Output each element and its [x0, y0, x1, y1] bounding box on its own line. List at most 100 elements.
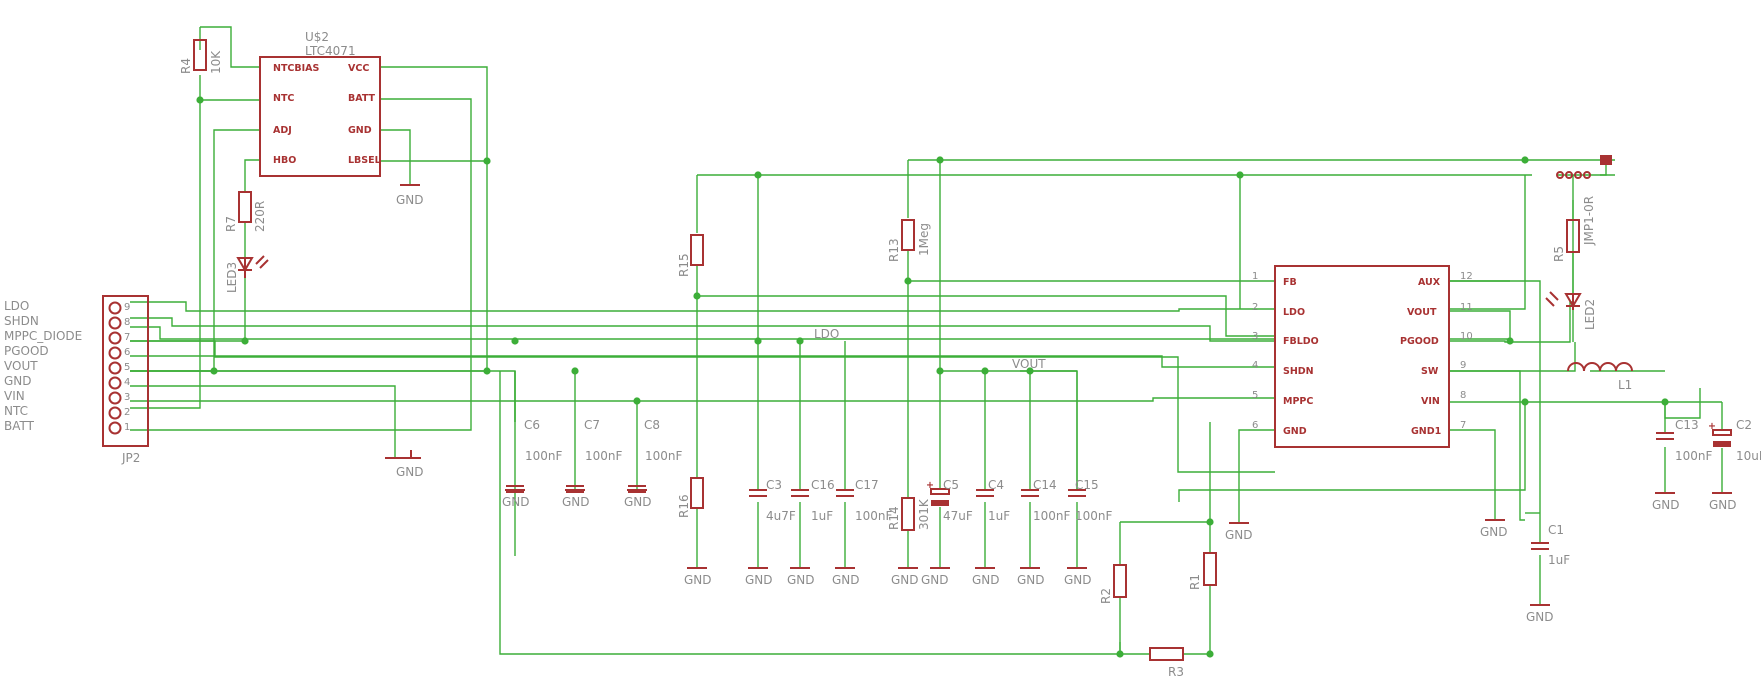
ltc4071-pin-gnd: GND	[348, 125, 372, 136]
capacitor-c16-value: 1uF	[811, 509, 833, 523]
inductor-l1[interactable]: L1	[1567, 362, 1633, 392]
svg-text:GND: GND	[745, 573, 773, 587]
main-ic-pin-num: 5	[1252, 390, 1258, 401]
connector-signal-label: BATT	[4, 419, 35, 433]
capacitor-c5-value: 47uF	[943, 509, 973, 523]
capacitor-c8[interactable]: C8 100nF	[628, 418, 683, 493]
capacitor-c17[interactable]: C17 100nF	[836, 478, 893, 523]
connector-jp2[interactable]: 9 8 7 6 5 4 3 2 1 LDO SHDN MPPC_DIODE PG…	[4, 295, 149, 465]
capacitor-c4-value: 1uF	[988, 509, 1010, 523]
connector-pin-number: 9	[124, 302, 130, 313]
capacitor-c16-ref: C16	[811, 478, 835, 492]
connector-signal-label: LDO	[4, 299, 29, 313]
capacitor-c14-value: 100nF	[1033, 509, 1071, 523]
ground-icon: GND	[972, 567, 1000, 587]
ltc4071-pin-vcc: VCC	[348, 63, 369, 74]
capacitor-c2[interactable]: + C2 10uF	[1708, 418, 1761, 463]
svg-text:GND: GND	[787, 573, 815, 587]
capacitor-c5[interactable]: + C5 47uF	[926, 478, 973, 523]
resistor-r15[interactable]: R15	[677, 234, 704, 277]
ltc4071-pin-hbo: HBO	[273, 155, 296, 166]
capacitor-c17-value: 100nF	[855, 509, 893, 523]
resistor-r2[interactable]: R2	[1099, 564, 1127, 604]
resistor-r15-ref: R15	[677, 253, 691, 277]
resistor-r4[interactable]: R4 10K	[179, 39, 223, 74]
svg-text:GND: GND	[921, 573, 949, 587]
capacitor-c4[interactable]: C4 1uF	[976, 478, 1010, 523]
svg-text:GND: GND	[684, 573, 712, 587]
connector-signal-label: MPPC_DIODE	[4, 329, 82, 343]
led-led2[interactable]: LED2	[1545, 291, 1597, 330]
resistor-r3[interactable]: R3	[1149, 647, 1184, 679]
capacitor-c13[interactable]: C13 100nF	[1656, 418, 1713, 463]
resistor-r13-value: 1Meg	[917, 223, 931, 256]
wires	[130, 26, 1723, 655]
svg-text:GND: GND	[1652, 498, 1680, 512]
ground-icon: GND	[745, 567, 773, 587]
main-ic-pin-name: MPPC	[1283, 396, 1313, 407]
resistor-r14[interactable]: R14 301K	[887, 497, 931, 531]
solder-pad-icon	[1600, 155, 1612, 165]
connector-signal-label: GND	[4, 374, 32, 388]
svg-text:GND: GND	[1017, 573, 1045, 587]
led-led3-label: LED3	[225, 262, 239, 293]
ltc4071-ref: U$2	[305, 30, 329, 44]
ltc4071-pin-adj: ADJ	[273, 125, 292, 136]
connector-pins	[108, 301, 122, 435]
main-ic-pin-num: 8	[1460, 390, 1466, 401]
main-ic-pin-num: 6	[1252, 420, 1258, 431]
resistor-r16[interactable]: R16	[677, 477, 704, 518]
capacitor-c14[interactable]: C14 100nF	[1021, 478, 1071, 523]
connector-signal-label: SHDN	[4, 314, 39, 328]
capacitor-c3-ref: C3	[766, 478, 782, 492]
ground-icon: GND	[1709, 492, 1737, 512]
connector-signal-label: VIN	[4, 389, 25, 403]
ground-icon: GND	[624, 489, 652, 509]
resistor-r5-ref: R5	[1552, 246, 1566, 262]
connector-pin-number: 7	[124, 332, 130, 343]
led-led3[interactable]: LED3	[225, 255, 269, 293]
ltc4071-pin-lbsel: LBSEL	[348, 155, 381, 166]
main-ic-pin-name: VOUT	[1407, 307, 1437, 318]
main-ic-pin-num: 9	[1460, 360, 1466, 371]
connector-pin-number: 8	[124, 317, 130, 328]
capacitor-c13-ref: C13	[1675, 418, 1699, 432]
capacitor-c15[interactable]: C15 100nF	[1068, 478, 1113, 523]
connector-signal-label: VOUT	[4, 359, 38, 373]
capacitor-c7-ref: C7	[584, 418, 600, 432]
connector-ref: JP2	[121, 451, 140, 465]
ground-icon: GND	[1225, 522, 1253, 542]
resistor-r13[interactable]: R13 1Meg	[887, 219, 931, 262]
capacitor-c7[interactable]: C7 100nF	[566, 418, 623, 493]
ltc4071-ic[interactable]: U$2 LTC4071 NTCBIAS NTC ADJ HBO VCC BATT…	[259, 30, 381, 177]
polarity-plus-icon: +	[1708, 421, 1716, 432]
resistor-r7[interactable]: R7 220R	[224, 191, 267, 232]
svg-text:GND: GND	[1709, 498, 1737, 512]
main-ic-body	[1274, 265, 1450, 448]
svg-text:GND: GND	[891, 573, 919, 587]
net-label-ldo: LDO	[814, 327, 839, 341]
resistor-r5-value: JMP1-0R	[1582, 196, 1596, 246]
main-ic[interactable]: 1 2 3 4 5 6 FB LDO FBLDO SHDN MPPC GND 1…	[1252, 265, 1473, 448]
capacitor-c6[interactable]: C6 100nF	[506, 418, 563, 493]
ground-icon: GND	[1480, 519, 1508, 539]
capacitor-c3[interactable]: C3 4u7F	[749, 478, 796, 523]
capacitor-c4-ref: C4	[988, 478, 1004, 492]
resistor-r5[interactable]: R5 JMP1-0R	[1552, 196, 1596, 262]
resistor-r16-ref: R16	[677, 494, 691, 518]
ground-icon: GND	[684, 567, 712, 587]
resistor-r1[interactable]: R1	[1188, 552, 1217, 590]
ground-icon: GND	[787, 567, 815, 587]
connector-pin-number: 4	[124, 377, 130, 388]
jumper-jmp1[interactable]	[1556, 155, 1612, 179]
capacitor-c1-ref: C1	[1548, 523, 1564, 537]
capacitor-c1[interactable]: C1 1uF	[1531, 523, 1570, 567]
svg-text:GND: GND	[562, 495, 590, 509]
svg-text:GND: GND	[396, 193, 424, 207]
svg-text:GND: GND	[972, 573, 1000, 587]
ltc4071-pin-ntc: NTC	[273, 93, 294, 104]
ltc4071-body	[259, 56, 381, 177]
svg-text:GND: GND	[624, 495, 652, 509]
capacitor-c16[interactable]: C16 1uF	[791, 478, 835, 523]
resistor-r14-ref: R14	[887, 506, 901, 530]
